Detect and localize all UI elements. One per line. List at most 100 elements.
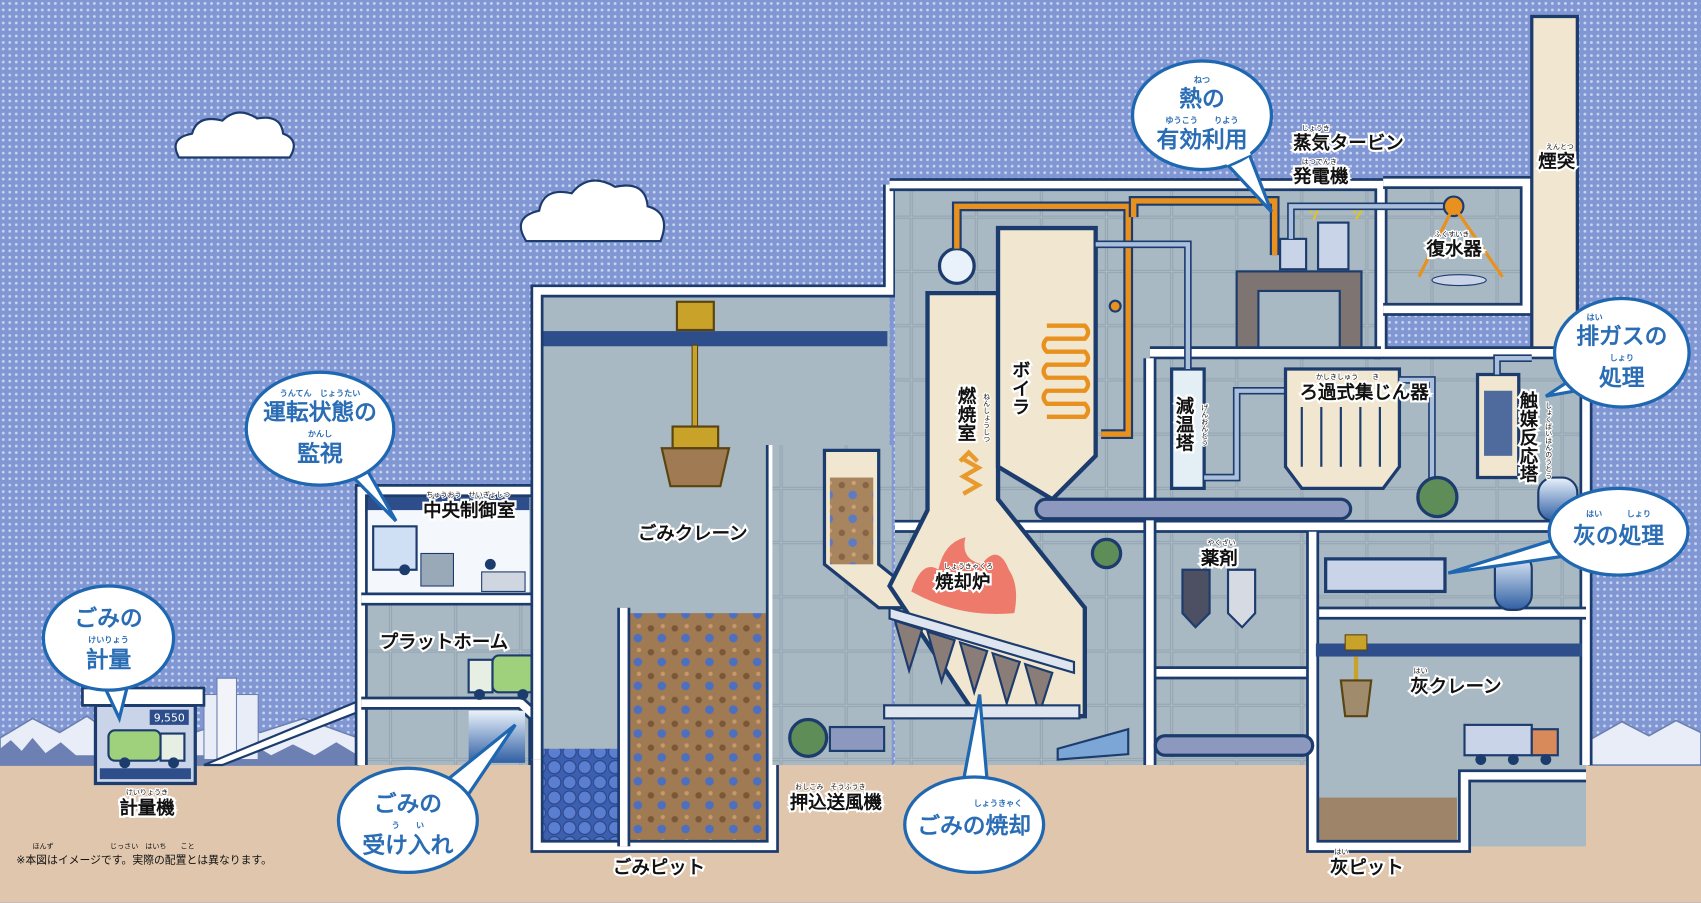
garbage-crane <box>660 300 731 488</box>
label-forced-draft-fan: 押込送風機 <box>790 791 883 813</box>
label-garbage-crane: ごみクレーン <box>638 522 748 544</box>
svg-text:しょり: しょり <box>1610 352 1634 362</box>
label-bag-filter: ろ過式集じん器 <box>1300 381 1430 403</box>
bubble-operation-monitoring: うんてん じょうたい 運転状態の かんし 監視 <box>244 370 398 523</box>
fire-icon <box>911 537 1017 615</box>
svg-text:計量: 計量 <box>86 646 132 673</box>
label-ash-pit: 灰ピット <box>1330 856 1404 878</box>
label-garbage-pit: ごみピット <box>613 856 705 878</box>
scale-ruby: けいりょうき <box>126 787 168 796</box>
label-ash-crane: 灰クレーン <box>1410 675 1501 697</box>
svg-text:はい: はい <box>1587 312 1603 322</box>
weighing-station: 9,550 <box>81 686 206 786</box>
ash-crane <box>1339 634 1373 718</box>
label-catalyst-tower: 触媒反応塔 <box>1517 390 1538 484</box>
cooling-tower-ruby: げんおんとう <box>1201 404 1210 446</box>
bag-filter <box>1283 367 1402 491</box>
label-scale: 計量機 <box>119 797 175 819</box>
condenser-ruby: ふくすいき <box>1434 230 1469 239</box>
svg-text:熱の: 熱の <box>1179 87 1225 113</box>
label-incinerator: 焼却炉 <box>935 571 990 593</box>
bubble-ash-treatment: はい しょり 灰の処理 <box>1447 486 1690 577</box>
reception-building <box>354 484 542 766</box>
ash-crane-ruby: はい <box>1414 666 1428 675</box>
svg-text:灰の処理: 灰の処理 <box>1573 523 1664 550</box>
garbage-truck-platform <box>467 654 537 700</box>
grate <box>888 606 1076 718</box>
push-fan-icon <box>788 717 829 758</box>
operator-console <box>420 552 454 587</box>
chimney-ruby: えんとつ <box>1546 142 1574 151</box>
combustion-ruby: ねんしょうしつ <box>983 393 992 443</box>
label-steam-turbine: 蒸気タービン <box>1293 132 1404 154</box>
label-boiler: ボイラ <box>1009 360 1030 415</box>
crane-rail <box>540 331 888 347</box>
svg-text:運転状態の: 運転状態の <box>263 399 377 426</box>
svg-text:ごみの焼却: ごみの焼却 <box>917 812 1031 839</box>
chemicals-ruby: やくざい <box>1207 538 1235 547</box>
garbage-pile-blue <box>540 748 621 845</box>
svg-text:ごみの: ごみの <box>74 605 142 632</box>
generator-ruby: はつでんき <box>1302 157 1337 166</box>
note-ruby: ほんず じっさい はいち こと <box>33 842 195 851</box>
svg-text:しょうきゃく: しょうきゃく <box>974 798 1023 808</box>
catalyst-ruby: しょくばいはんのうとう <box>1545 402 1554 480</box>
svg-text:けいりょう: けいりょう <box>88 634 129 644</box>
garbage-truck-on-scale <box>107 729 186 769</box>
disclaimer-note: ※本図はイメージです。実際の配置とは異なります。 <box>16 853 272 867</box>
label-condenser: 復水器 <box>1426 238 1483 260</box>
svg-text:ゆうこう りよう: ゆうこう りよう <box>1165 115 1238 125</box>
condenser <box>1417 195 1504 287</box>
mountains-right <box>1588 719 1701 766</box>
control-room-ruby: ちゅうおう せいぎょしつ <box>426 490 510 499</box>
ash-extractor <box>1056 727 1130 761</box>
clock-tower <box>216 677 238 761</box>
scale-display-panel <box>149 709 189 725</box>
labels: じょうき 蒸気タービン はつでんき 発電機 えんとつ 煙突 ふくすいき 復水器 … <box>16 122 1578 880</box>
bubble-receiving: ごみの う い 受け入れ <box>336 723 517 875</box>
scale-display-value: 9,550 <box>154 712 185 725</box>
label-control-room: 中央制御室 <box>423 500 515 522</box>
turbine-ruby: じょうき <box>1302 123 1330 132</box>
control-window <box>372 525 418 571</box>
cooling-tower <box>1169 367 1206 491</box>
label-cooling-tower: 減温塔 <box>1173 395 1194 452</box>
incinerator-ruby: しょうきゃくろ <box>944 562 993 571</box>
label-combustion-chamber: 燃焼室 <box>955 386 976 442</box>
trees-left <box>0 737 358 766</box>
bubble-weighing: ごみの けいりょう 計量 <box>41 584 176 724</box>
forced-draft-fan-icon <box>1090 537 1123 570</box>
ash-pit-ruby: はい <box>1334 847 1348 856</box>
svg-text:ねつ: ねつ <box>1194 75 1210 85</box>
ash-crane-rail <box>1315 643 1582 657</box>
fly-ash-conveyor <box>1034 497 1353 521</box>
label-chemicals: 薬剤 <box>1200 547 1238 569</box>
fan-ruby: おしこみ そうふうき <box>795 782 865 791</box>
bubble-incineration: しょうきゃく ごみの焼却 <box>903 694 1046 875</box>
operator-1 <box>399 564 411 576</box>
hot-gas-arrow-icon <box>958 449 983 496</box>
bubble-exhaust-treatment: はい 排ガスの しょり 処理 <box>1544 296 1691 409</box>
svg-text:受け入れ: 受け入れ <box>362 832 453 859</box>
label-generator: 発電機 <box>1292 165 1349 187</box>
chimney <box>1530 14 1579 355</box>
cloud-left <box>174 111 295 159</box>
label-platform: プラットホーム <box>380 631 509 653</box>
svg-text:監視: 監視 <box>297 441 343 467</box>
svg-text:ごみの: ごみの <box>374 791 442 818</box>
svg-text:処理: 処理 <box>1599 364 1645 391</box>
bottom-ash-conveyor <box>1153 734 1315 757</box>
dump-truck <box>1463 723 1559 766</box>
cloud-center <box>519 179 665 243</box>
steam-drum <box>937 247 976 285</box>
induced-draft-fan-icon <box>1416 475 1459 519</box>
chemical-tanks <box>1181 568 1257 629</box>
operator-2 <box>484 558 496 570</box>
svg-text:う い: う い <box>392 820 425 830</box>
boiler-coil <box>1041 323 1091 419</box>
label-chimney: 煙突 <box>1538 150 1575 172</box>
steam-turbine-generator <box>1235 201 1365 349</box>
ash-kneader <box>1324 557 1447 594</box>
svg-text:排ガスの: 排ガスの <box>1576 324 1667 350</box>
